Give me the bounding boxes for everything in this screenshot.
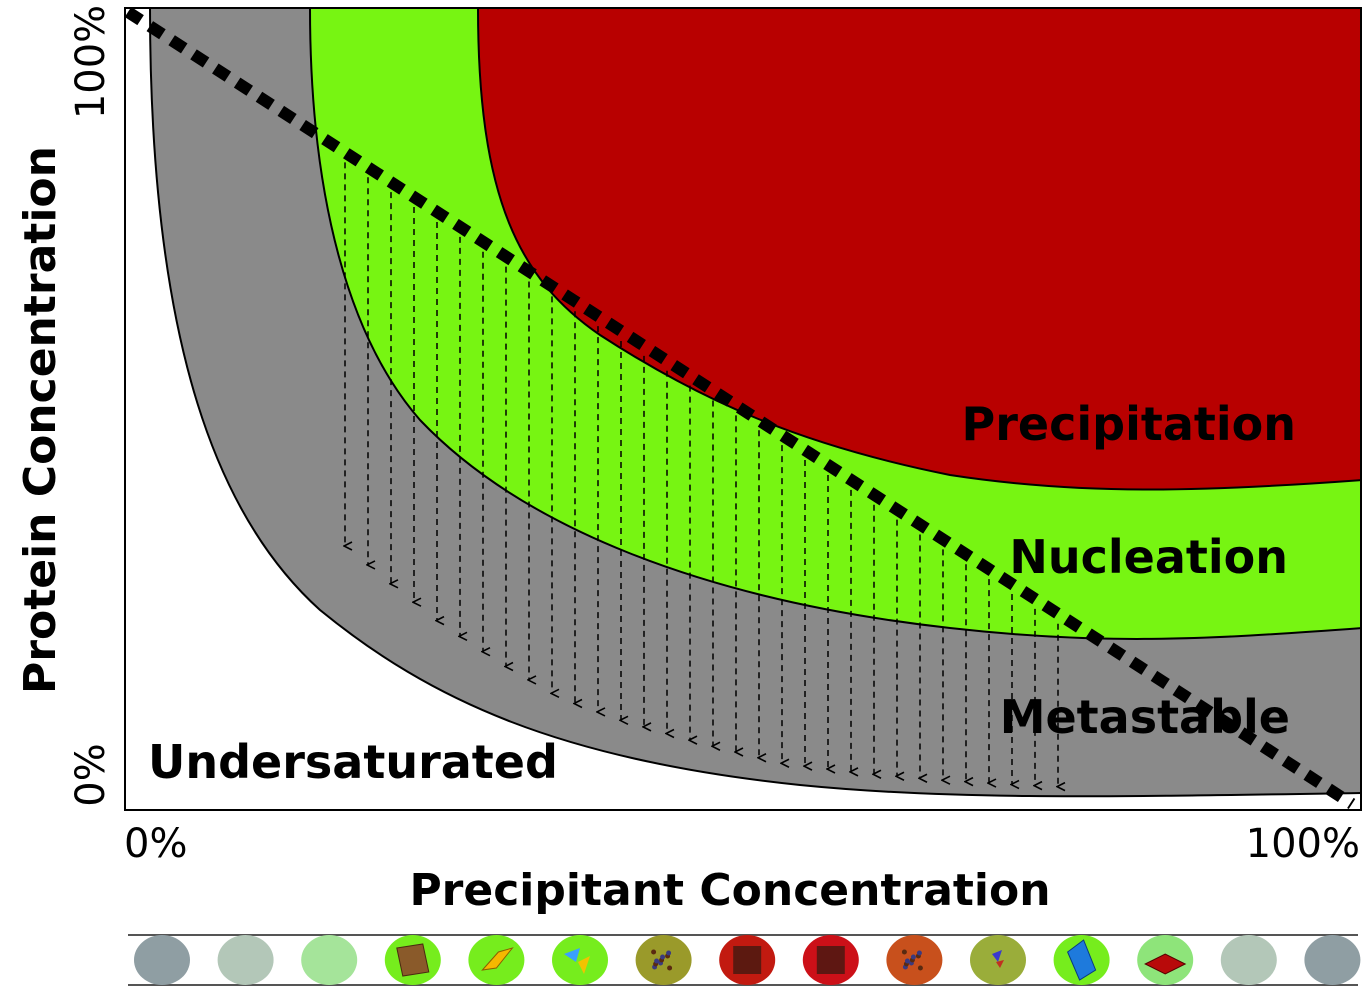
dashed-drop-arrows: [345, 162, 1058, 786]
undersaturated-label: Undersaturated: [148, 735, 558, 789]
y-axis-title: Protein Concentration: [15, 146, 66, 694]
drop-well: [134, 935, 190, 985]
x-axis-title: Precipitant Concentration: [409, 865, 1050, 916]
drop-well: [802, 935, 859, 985]
drop-well: [886, 935, 943, 985]
precipitation-region: [476, 8, 1361, 491]
nucleation-label: Nucleation: [1009, 530, 1288, 584]
diagonal-dilution-line: [124, 6, 1356, 810]
y-axis-max-label: 100%: [68, 5, 114, 119]
drop-well: [217, 935, 274, 985]
drop-well: [552, 935, 608, 985]
drop-well: [1304, 935, 1361, 985]
drop-well: [719, 935, 776, 985]
drop-well: [301, 935, 358, 985]
drop-strip: [128, 934, 1361, 986]
metastable-label: Metastable: [1000, 690, 1290, 744]
drop-well: [1220, 935, 1277, 985]
drop-well: [635, 935, 692, 985]
drop-well: [1137, 935, 1194, 985]
drop-well: [970, 935, 1026, 985]
precipitation-label: Precipitation: [962, 397, 1296, 451]
y-axis-min-label: 0%: [68, 743, 114, 806]
drop-well: [468, 935, 525, 985]
drop-well: [384, 935, 441, 985]
phase-regions: [148, 8, 1361, 798]
x-axis-min-label: 0%: [124, 821, 187, 867]
drop-well: [1053, 935, 1110, 985]
x-axis-max-label: 100%: [1246, 821, 1360, 867]
plot-frame: [124, 7, 1362, 811]
